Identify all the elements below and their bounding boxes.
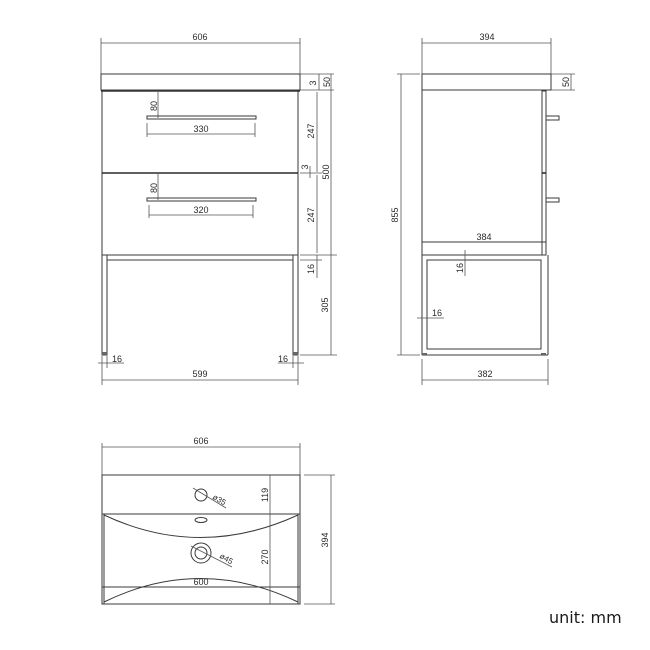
drain-outer [190,542,212,564]
handle-1-length-label: 330 [193,124,208,134]
drain-inner [194,546,208,560]
cabinet-height-label: 500 [321,164,331,179]
top-countertop [101,474,301,605]
top-depth-label: 394 [320,532,330,547]
side-handle-2 [545,197,560,203]
tap-zone-depth-label: 119 [260,488,270,502]
basin-back-curve [103,514,299,538]
handle-2 [146,197,257,202]
overflow-slot [194,517,208,523]
top-thickness-label: 50 [322,77,332,87]
side-frame-depth-label: 382 [477,369,492,379]
handle-2-offset-label: 80 [149,183,159,193]
frame-thickness-label: 16 [306,264,316,274]
leg-right-width-label: 16 [278,354,288,364]
side-handle-1 [545,115,560,121]
drawer-2-height-label: 247 [306,207,316,222]
leg-height-label: 305 [320,297,330,312]
handle-1-offset-label: 80 [149,101,159,111]
side-top-thickness-label: 50 [561,77,571,87]
side-countertop [421,73,552,91]
handle-2-length-label: 320 [193,205,208,215]
drawer-1-height-label: 247 [306,123,316,138]
tap-hole-diameter-label: ø35 [211,492,228,507]
total-height-label: 855 [390,207,400,222]
gap-top-label: 3 [308,80,318,85]
side-frame-vertical-label: 16 [455,263,465,273]
basin-depth-label: 270 [260,549,270,564]
side-frame-horizontal-label: 16 [432,308,442,318]
front-width-label: 606 [192,32,207,42]
tap-hole [194,488,208,502]
basin-front-curve [103,578,299,603]
front-view: 606 330 80 320 80 3 50 [98,32,337,385]
top-width-label: 606 [193,436,208,446]
unit-label: unit: mm [549,608,622,627]
gap-mid-label: 3 [300,164,310,169]
frame-width-label: 599 [192,369,207,379]
handle-1 [146,115,257,120]
leg-left [101,254,108,356]
leg-left-width-label: 16 [112,354,122,364]
side-cabinet-depth-label: 384 [476,232,491,242]
basin-width-label: 600 [193,577,208,587]
side-depth-label: 394 [479,32,494,42]
leg-right [292,254,299,356]
side-leg-frame [426,259,542,350]
front-countertop [100,73,301,91]
side-view: 394 50 384 16 16 855 382 [390,32,575,385]
top-view: 606 ø35 ø45 119 270 600 394 [101,436,335,605]
